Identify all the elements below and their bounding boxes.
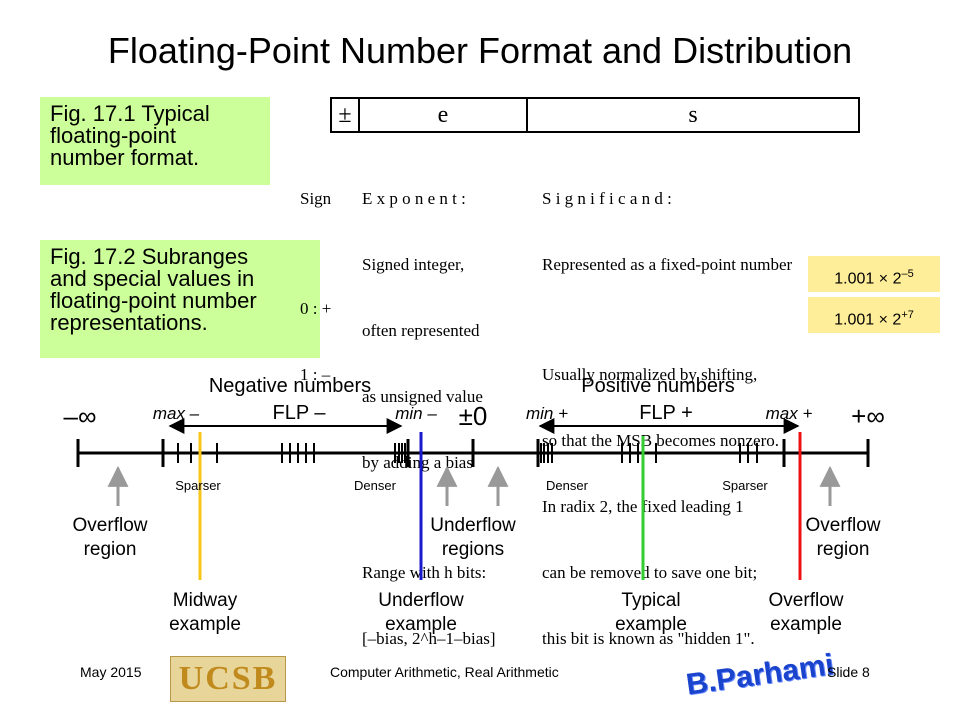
significand-description: S i g n i f i c a n d : Represented as a… <box>542 144 792 672</box>
significand-line: can be removed to save one bit; <box>542 563 758 582</box>
number-format-box: ± e s <box>330 97 860 133</box>
significand-line: Usually normalized by shifting, <box>542 365 758 384</box>
field-divider <box>358 99 360 131</box>
caption-line: Fig. 17.1 Typical <box>50 101 210 126</box>
times-sign: × <box>878 270 889 288</box>
exponent-line: Signed integer, <box>362 255 465 274</box>
min-positive-label: min + <box>526 404 568 423</box>
denser-left-label: Denser <box>354 478 397 493</box>
overflow-example-label-line1: Overflow <box>769 590 844 611</box>
min-negative-label: min – <box>395 404 437 423</box>
sign-field: ± <box>338 102 352 128</box>
number-line-ticks <box>76 439 870 467</box>
figure-17-1-caption: Fig. 17.1 Typical floating-point number … <box>40 97 270 185</box>
sparser-right-label: Sparser <box>722 478 768 493</box>
mantissa: 1.001 <box>834 311 875 329</box>
significand-field: s <box>688 102 698 128</box>
example-value-2: 1.001 × 2+7 <box>808 297 940 333</box>
base: 2 <box>892 311 902 329</box>
sign-line: 0 : + <box>300 299 332 318</box>
ucsb-logo: UCSB <box>170 656 286 702</box>
overflow-region-label-line2: region <box>84 539 137 560</box>
overflow-example-label-line2: example <box>770 614 842 635</box>
footer-date: May 2015 <box>80 664 142 680</box>
underflow-regions-label-line1: Underflow <box>430 515 516 536</box>
midway-example-label-line2: example <box>169 614 241 635</box>
overflow-region-label-line1: Overflow <box>73 515 148 536</box>
mantissa: 1.001 <box>834 270 875 288</box>
footer-course-title: Computer Arithmetic, Real Arithmetic <box>330 664 559 680</box>
flp-negative-label: FLP – <box>273 402 327 424</box>
caption-line: and special values in <box>50 266 255 291</box>
field-divider <box>526 99 528 131</box>
caption-line: Fig. 17.2 Subranges <box>50 244 249 269</box>
caption-line: floating-point number <box>50 288 257 313</box>
exponent-heading: E x p o n e n t : <box>362 189 466 208</box>
slide-number: Slide 8 <box>827 664 870 680</box>
denser-right-label: Denser <box>546 478 589 493</box>
positive-infinity-label: +∞ <box>851 401 885 431</box>
midway-example-label-line1: Midway <box>173 590 238 611</box>
max-positive-label: max + <box>766 404 813 423</box>
exponent-field: e <box>437 102 449 128</box>
caption-line: number format. <box>50 145 200 170</box>
exponent-line: Range with h bits: <box>362 563 487 582</box>
underflow-example-label-line2: example <box>385 614 457 635</box>
underflow-regions-label-line2: regions <box>442 539 504 560</box>
sign-line: 1 : – <box>300 365 331 384</box>
significand-heading: S i g n i f i c a n d : <box>542 189 672 208</box>
significand-line: so that the MSB becomes nonzero. <box>542 431 780 450</box>
exponent-description: E x p o n e n t : Signed integer, often … <box>362 144 496 672</box>
sign-description: Sign 0 : + 1 : – <box>300 144 331 408</box>
zero-label: ±0 <box>459 401 488 431</box>
sign-heading: Sign <box>300 189 332 208</box>
negative-numbers-label: Negative numbers <box>209 375 371 397</box>
caption-line: floating-point <box>50 123 176 148</box>
negative-infinity-label: –∞ <box>64 401 97 431</box>
overflow-region-right-label-line1: Overflow <box>806 515 881 536</box>
underflow-example-label-line1: Underflow <box>378 590 464 611</box>
exponent-line: often represented <box>362 321 480 340</box>
exponent-line: as unsigned value <box>362 387 483 406</box>
times-sign: × <box>878 311 888 329</box>
significand-line: Represented as a fixed-point number <box>542 255 793 274</box>
exponent-range: [–bias, 2^h–1–bias] <box>362 629 496 648</box>
significand-line: In radix 2, the fixed leading 1 <box>542 497 744 516</box>
significand-line: this bit is known as "hidden 1". <box>542 629 755 648</box>
typical-example-label-line1: Typical <box>621 590 680 611</box>
example-value-1: 1.001 × 2–5 <box>808 256 940 292</box>
positive-numbers-label: Positive numbers <box>581 375 734 397</box>
sparser-left-label: Sparser <box>175 478 221 493</box>
flp-positive-label: FLP + <box>639 402 693 424</box>
number-line-diagram: Negative numbers Positive numbers –∞ +∞ … <box>64 375 885 635</box>
overflow-region-right-label-line2: region <box>817 539 870 560</box>
page-title: Floating-Point Number Format and Distrib… <box>107 30 853 71</box>
typical-example-label-line2: example <box>615 614 687 635</box>
max-negative-label: max – <box>153 404 200 423</box>
base: 2 <box>892 270 902 288</box>
figure-17-2-caption: Fig. 17.2 Subranges and special values i… <box>40 240 320 358</box>
caption-line: representations. <box>50 310 208 335</box>
exponent: –5 <box>901 268 914 280</box>
exponent: +7 <box>901 309 914 321</box>
